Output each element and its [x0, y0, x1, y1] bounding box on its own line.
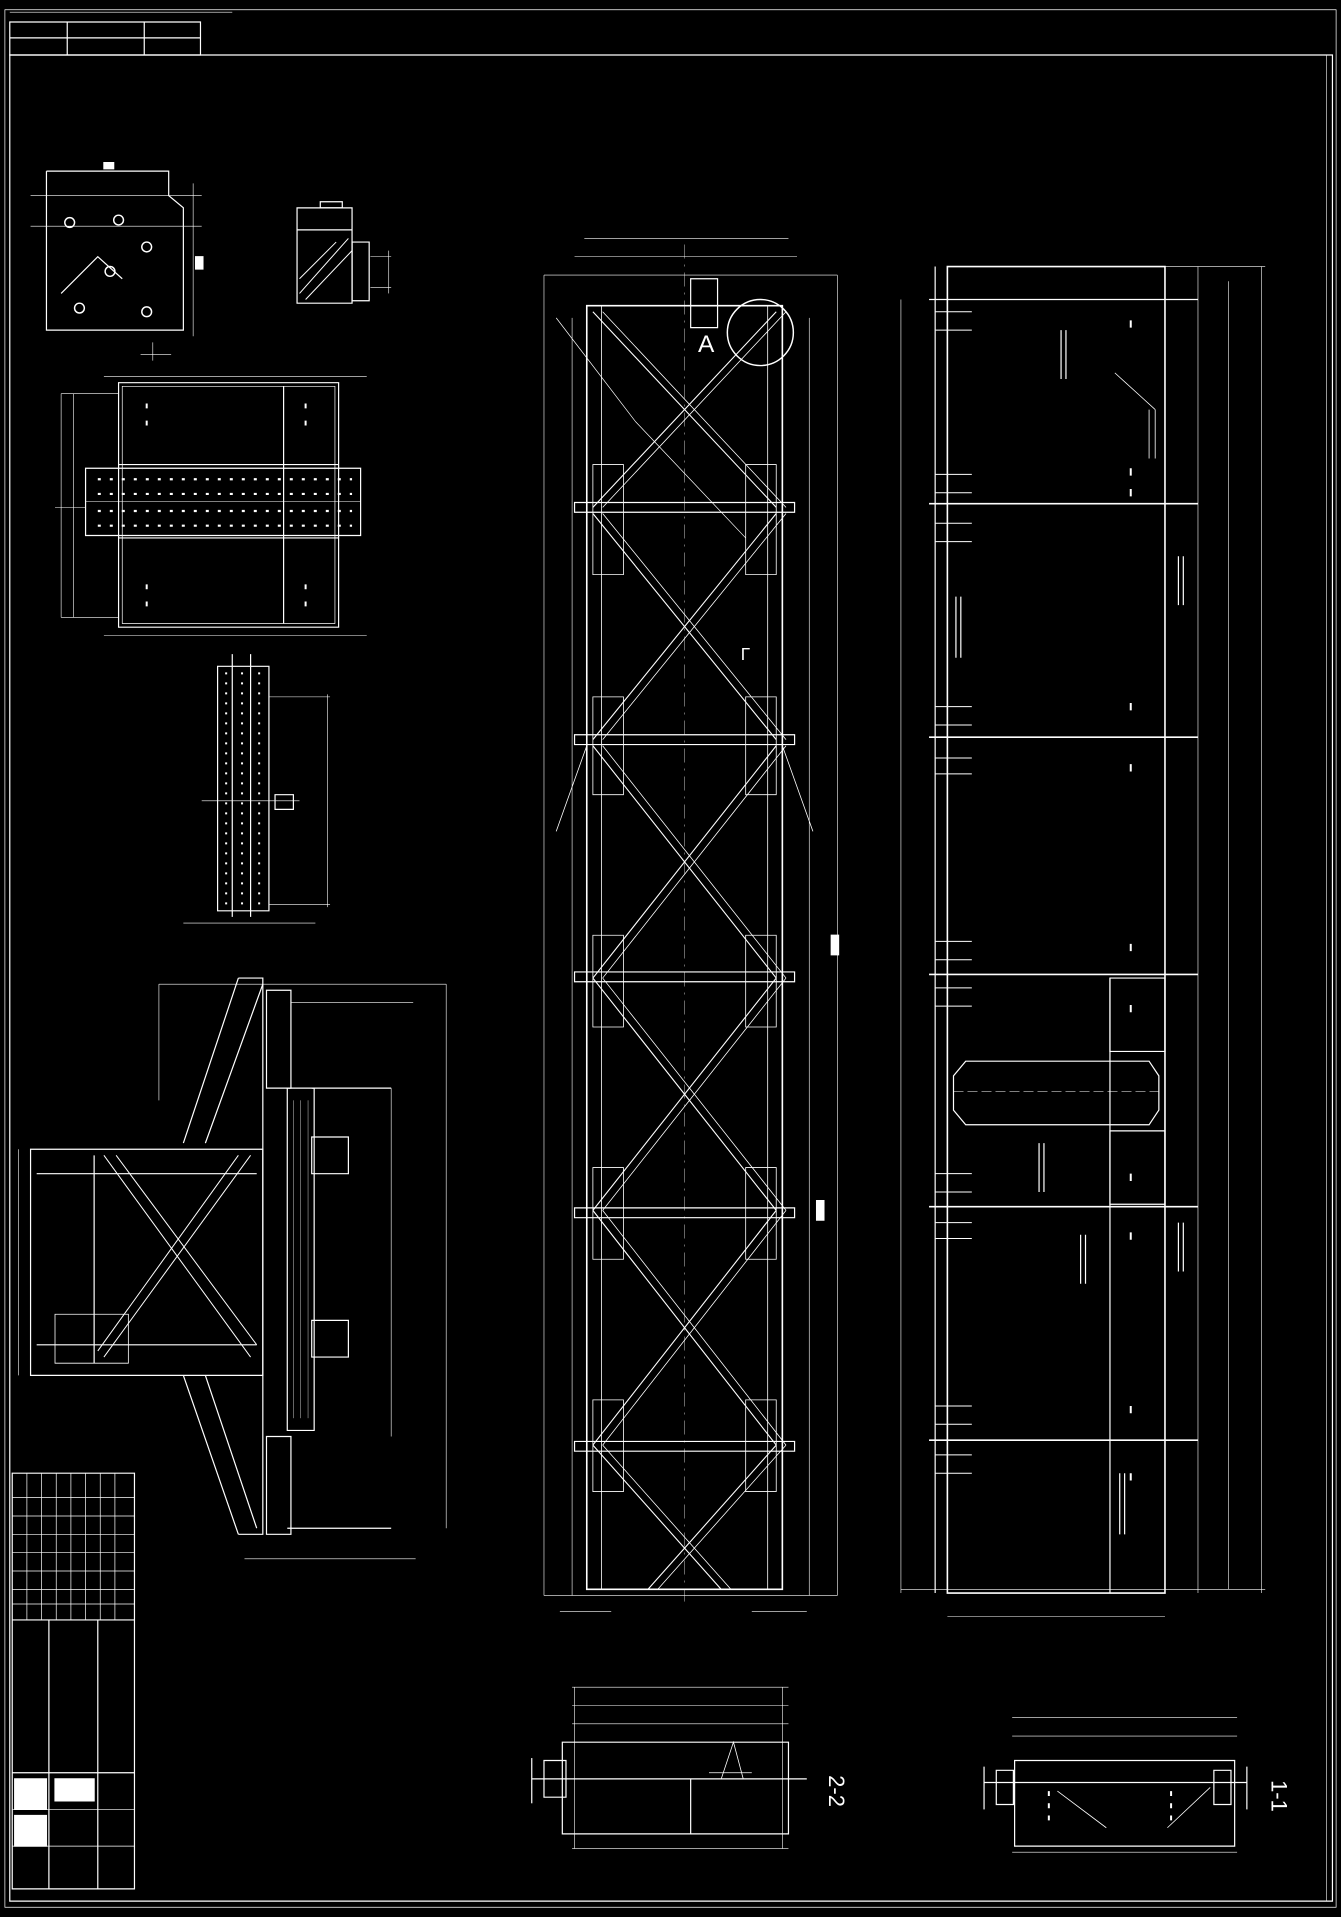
section-2-2 [532, 1687, 807, 1848]
lattice-batten-bands [575, 465, 795, 1492]
bolted-splice-plan [55, 377, 367, 636]
column-side-elevation [901, 267, 1265, 1617]
lattice-column-elevation [544, 238, 839, 1611]
section-2-2-label: 2-2 [824, 1775, 849, 1807]
connection-elevation [18, 978, 446, 1559]
base-plate-detail [31, 163, 203, 361]
title-block [12, 1473, 134, 1889]
column-bolt-arrows [935, 312, 1131, 1481]
section-1-1 [984, 1718, 1247, 1852]
bracket-detail [297, 202, 391, 303]
corner-stamp-grid [10, 12, 232, 55]
plate-bolt-marks [147, 403, 306, 606]
view-mark-label: Γ [741, 645, 750, 664]
section-1-1-label: 1-1 [1266, 1780, 1291, 1812]
detail-a-label: A [698, 331, 715, 358]
drawing-frame [5, 10, 1336, 1907]
splice-elevation [183, 654, 330, 923]
lattice-diagonals [593, 312, 786, 1590]
